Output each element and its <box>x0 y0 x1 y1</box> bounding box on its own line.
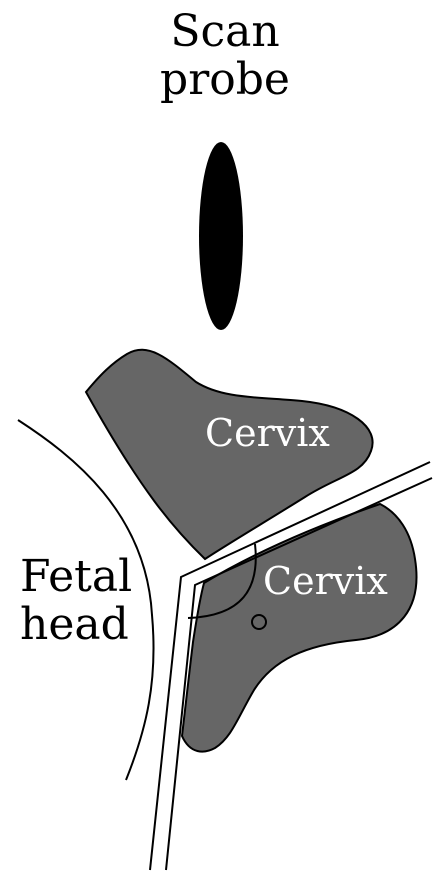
scan-probe-label: Scan probe <box>160 10 290 106</box>
fetal-head-label-line-2: head <box>20 603 132 647</box>
scan-probe-shape <box>199 142 243 330</box>
cervix-lower-label: Cervix <box>263 562 388 600</box>
scan-probe-label-line-1: Scan <box>160 10 290 54</box>
scan-probe-label-line-2: probe <box>160 58 290 102</box>
fetal-head-label-line-1: Fetal <box>20 555 132 599</box>
fetal-head-label: Fetal head <box>20 555 132 651</box>
cervix-upper-label: Cervix <box>205 414 330 452</box>
